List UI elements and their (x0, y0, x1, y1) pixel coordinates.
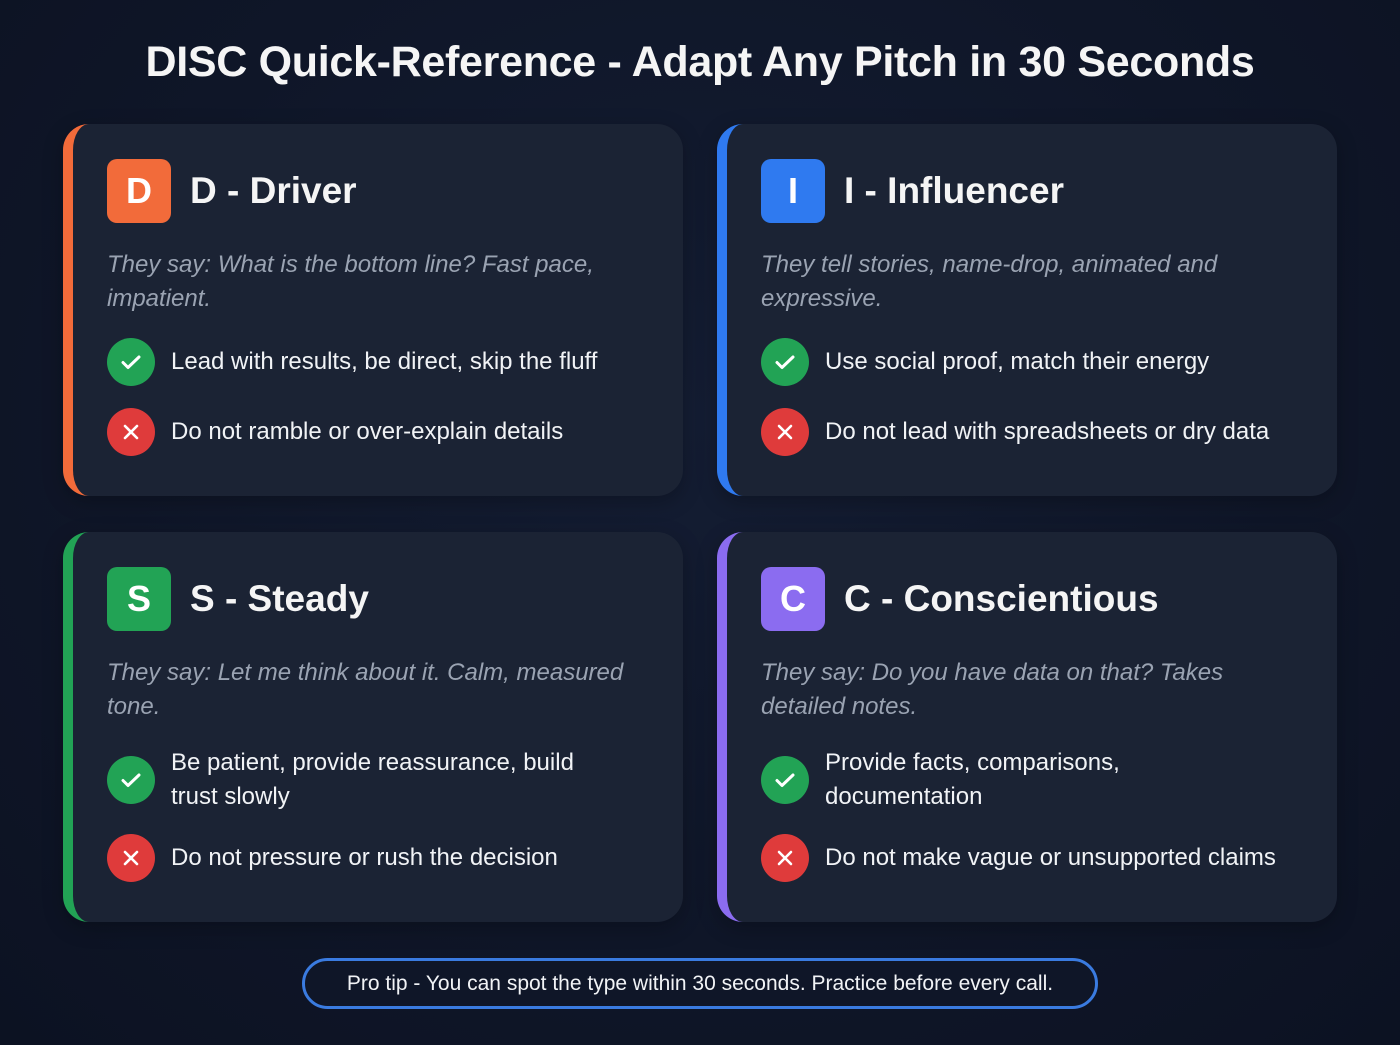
card-title: C - Conscientious (844, 578, 1159, 619)
dont-text: Do not ramble or over-explain details (171, 418, 564, 445)
dont-text: Do not make vague or unsupported claims (825, 844, 1276, 871)
dont-text: Do not lead with spreadsheets or dry dat… (825, 418, 1270, 445)
do-item: Lead with results, be direct, skip the f… (107, 338, 667, 386)
check-icon (761, 756, 809, 804)
card-quote: They say: What is the bottom line? Fast … (107, 251, 594, 312)
do-item: Use social proof, match their energy (761, 338, 1321, 386)
x-icon (107, 834, 155, 882)
letter-badge: S (107, 567, 171, 631)
check-icon (761, 338, 809, 386)
do-text: Lead with results, be direct, skip the f… (171, 348, 598, 375)
dont-item: Do not ramble or over-explain details (107, 408, 667, 456)
card-conscientious: C C - Conscientious They say: Do you hav… (717, 532, 1337, 922)
card-header: D D - Driver (107, 159, 357, 223)
card-header: I I - Influencer (761, 159, 1064, 223)
dont-item: Do not lead with spreadsheets or dry dat… (761, 408, 1321, 456)
x-icon (107, 408, 155, 456)
x-icon (761, 408, 809, 456)
letter-badge: D (107, 159, 171, 223)
dont-text: Do not pressure or rush the decision (171, 844, 558, 871)
do-text: Be patient, provide reassurance, build t… (171, 749, 574, 810)
check-icon (107, 338, 155, 386)
check-icon (107, 756, 155, 804)
card-title: S - Steady (190, 578, 369, 619)
page-title: DISC Quick-Reference - Adapt Any Pitch i… (145, 38, 1255, 86)
card-quote: They tell stories, name-drop, animated a… (761, 251, 1218, 312)
dont-item: Do not pressure or rush the decision (107, 834, 667, 882)
card-quote: They say: Do you have data on that? Take… (761, 659, 1224, 720)
do-text: Use social proof, match their energy (825, 348, 1210, 375)
card-quote: They say: Let me think about it. Calm, m… (107, 659, 624, 720)
card-title: I - Influencer (844, 170, 1064, 211)
card-header: C C - Conscientious (761, 567, 1159, 631)
card-steady: S S - Steady They say: Let me think abou… (63, 532, 683, 922)
x-icon (761, 834, 809, 882)
do-item: Be patient, provide reassurance, build t… (107, 746, 667, 814)
letter-badge: C (761, 567, 825, 631)
card-header: S S - Steady (107, 567, 369, 631)
do-item: Provide facts, comparisons, documentatio… (761, 746, 1321, 814)
card-title: D - Driver (190, 170, 357, 211)
pro-tip-banner: Pro tip - You can spot the type within 3… (302, 958, 1098, 1009)
do-text: Provide facts, comparisons, documentatio… (825, 749, 1120, 810)
card-driver: D D - Driver They say: What is the botto… (63, 124, 683, 496)
dont-item: Do not make vague or unsupported claims (761, 834, 1321, 882)
card-influencer: I I - Influencer They tell stories, name… (717, 124, 1337, 496)
letter-badge: I (761, 159, 825, 223)
